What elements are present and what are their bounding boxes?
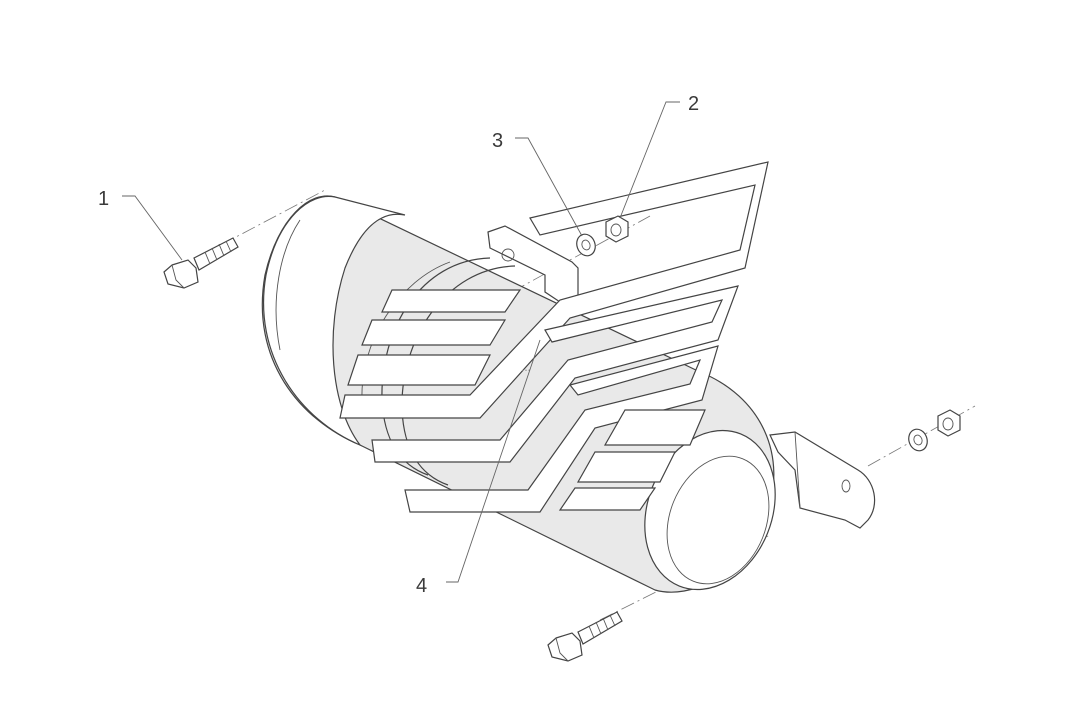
callout-3: 3: [492, 130, 503, 152]
nut-2: [605, 215, 629, 243]
washer-3: [576, 233, 596, 257]
decal-stripes-right: [558, 409, 706, 511]
bolt-1: [163, 237, 239, 289]
upper-bracket-hole: [501, 248, 515, 262]
bolt-lower: [547, 611, 623, 662]
housing: • • •: [261, 161, 876, 593]
callout-labels: 1 2 3 4: [98, 93, 699, 597]
decal-mark: • • •: [522, 368, 530, 374]
callout-2: 2: [688, 93, 699, 115]
callout-1: 1: [98, 188, 109, 210]
nut-lower: [937, 409, 961, 437]
rear-end-cap: [644, 429, 776, 591]
washer-lower: [908, 428, 928, 452]
front-end-cap: [262, 195, 406, 447]
decal-stripes-left: [347, 289, 522, 386]
lower-bracket: [769, 431, 876, 529]
callout-4: 4: [416, 575, 427, 597]
decal-chevrons: [339, 161, 769, 513]
leader-lines: [122, 101, 680, 583]
lower-bracket-hole: [841, 479, 851, 493]
clamp-band-2: [401, 265, 516, 486]
